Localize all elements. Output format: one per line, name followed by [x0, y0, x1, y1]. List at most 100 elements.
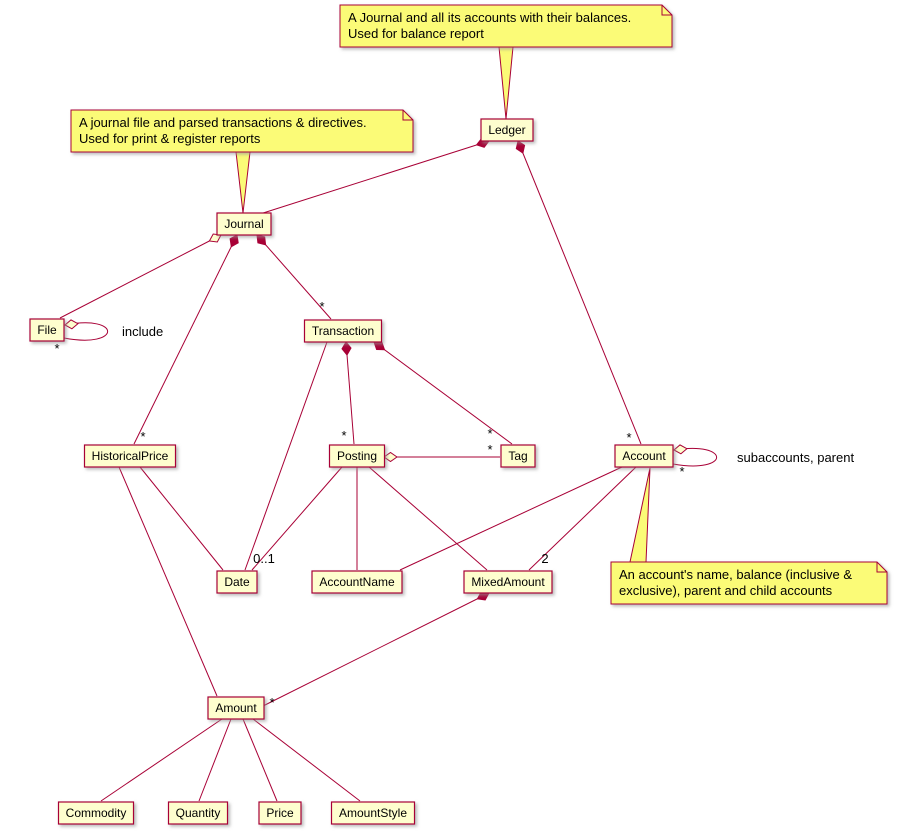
edge-historicalprice-date [139, 466, 224, 571]
multiplicity-journal-historicalprice: * [140, 429, 145, 444]
class-label-price: Price [266, 806, 294, 820]
note-account-fold-corner-icon [876, 562, 887, 573]
class-node-quantity: Quantity [167, 801, 229, 825]
class-node-ledger: Ledger [480, 118, 534, 142]
edge-posting-tag [383, 451, 500, 463]
edge-line-historicalprice-amount [118, 466, 218, 697]
class-box-journal [216, 212, 272, 236]
class-node-price: Price [258, 801, 302, 825]
class-label-commodity: Commodity [66, 806, 127, 820]
class-node-commodity: Commodity [57, 801, 135, 825]
open-diamond-journal-file [208, 233, 222, 243]
label-file-include: include [122, 324, 163, 339]
note-journal: A journal file and parsed transactions &… [70, 109, 414, 214]
multiplicity-ledger-account: * [626, 430, 631, 445]
edge-ledger-account [515, 140, 642, 445]
edge-journal-file [59, 233, 222, 319]
note-account-line-0: An account's name, balance (inclusive & [619, 567, 852, 582]
edge-amount-commodity [100, 718, 223, 802]
class-box-transaction [303, 319, 383, 343]
edge-line-transaction-tag [373, 341, 513, 445]
filled-diamond-journal-transaction [256, 234, 267, 246]
class-box-date [216, 570, 258, 594]
edge-amount-price [242, 718, 278, 802]
edge-line-account-mixedamount [528, 466, 637, 571]
class-box-ledger [480, 118, 534, 142]
class-label-date: Date [224, 575, 250, 589]
class-label-quantity: Quantity [176, 806, 221, 820]
class-box-price [258, 801, 302, 825]
edge-line-mixedamount-amount [262, 592, 490, 707]
edge-posting-date [251, 466, 343, 571]
note-ledger: A Journal and all its accounts with thei… [339, 4, 673, 120]
multiplicity-posting-tag: * [487, 442, 492, 457]
edge-journal-historicalprice [133, 234, 239, 445]
open-diamond-account-subaccounts [673, 444, 688, 455]
class-box-amountstyle [330, 801, 416, 825]
multiplicity-account-mixedamount: 2 [541, 551, 548, 566]
edge-historicalprice-amount [118, 466, 218, 697]
edge-line-journal-historicalprice [133, 234, 238, 445]
class-node-file: File [29, 318, 65, 342]
filled-diamond-transaction-posting [341, 341, 352, 356]
class-label-historicalprice: HistoricalPrice [92, 449, 169, 463]
class-node-posting: Posting [328, 444, 386, 468]
edge-mixedamount-amount [262, 591, 490, 707]
class-label-amountstyle: AmountStyle [339, 806, 407, 820]
edge-layer [59, 138, 717, 802]
class-box-amount [207, 696, 265, 720]
note-journal-body [70, 109, 414, 153]
note-ledger-tail [498, 46, 514, 120]
edge-line-ledger-account [517, 140, 642, 445]
edge-line-historicalprice-date [139, 466, 224, 571]
edge-line-transaction-posting [345, 341, 355, 445]
edge-line-transaction-date [244, 341, 328, 571]
multiplicity-account-subaccounts: * [679, 464, 684, 479]
edge-line-journal-transaction [256, 234, 332, 320]
edge-journal-transaction [256, 234, 332, 320]
edge-line-posting-date [251, 466, 343, 571]
edge-account-accountname [399, 466, 623, 571]
class-node-mixedamount: MixedAmount [463, 570, 553, 594]
edge-line-account-accountname [399, 466, 623, 571]
self-loop-file-include [63, 319, 108, 341]
class-box-tag [500, 444, 536, 468]
class-node-accountname: AccountName [311, 570, 403, 594]
filled-diamond-journal-historicalprice [229, 234, 239, 248]
class-node-transaction: Transaction [303, 319, 383, 343]
class-label-transaction: Transaction [312, 324, 374, 338]
class-label-tag: Tag [508, 449, 527, 463]
self-loop-path-account-subaccounts [672, 448, 717, 467]
note-account-tail [629, 467, 651, 563]
class-label-journal: Journal [224, 217, 263, 231]
edge-line-amount-price [242, 718, 278, 802]
class-node-amountstyle: AmountStyle [330, 801, 416, 825]
note-journal-tail [235, 151, 251, 214]
multiplicity-journal-transaction: * [319, 299, 324, 314]
note-ledger-body [339, 4, 673, 48]
note-account-body [610, 561, 888, 605]
class-label-posting: Posting [337, 449, 377, 463]
edge-posting-mixedamount [368, 466, 488, 571]
multiplicity-transaction-tag: * [487, 426, 492, 441]
class-box-historicalprice [83, 444, 177, 468]
class-box-mixedamount [463, 570, 553, 594]
class-label-amount: Amount [215, 701, 257, 715]
class-node-account: Account [614, 444, 674, 468]
open-diamond-file-include [64, 319, 79, 330]
class-node-date: Date [216, 570, 258, 594]
class-box-account [614, 444, 674, 468]
multiplicity-posting-date: 0..1 [253, 551, 275, 566]
class-label-account: Account [622, 449, 666, 463]
edge-transaction-date [244, 341, 328, 571]
class-node-amount: Amount [207, 696, 265, 720]
note-layer: A Journal and all its accounts with thei… [70, 4, 888, 605]
edge-line-posting-mixedamount [368, 466, 488, 571]
class-box-commodity [57, 801, 135, 825]
class-box-accountname [311, 570, 403, 594]
class-label-file: File [37, 323, 57, 337]
